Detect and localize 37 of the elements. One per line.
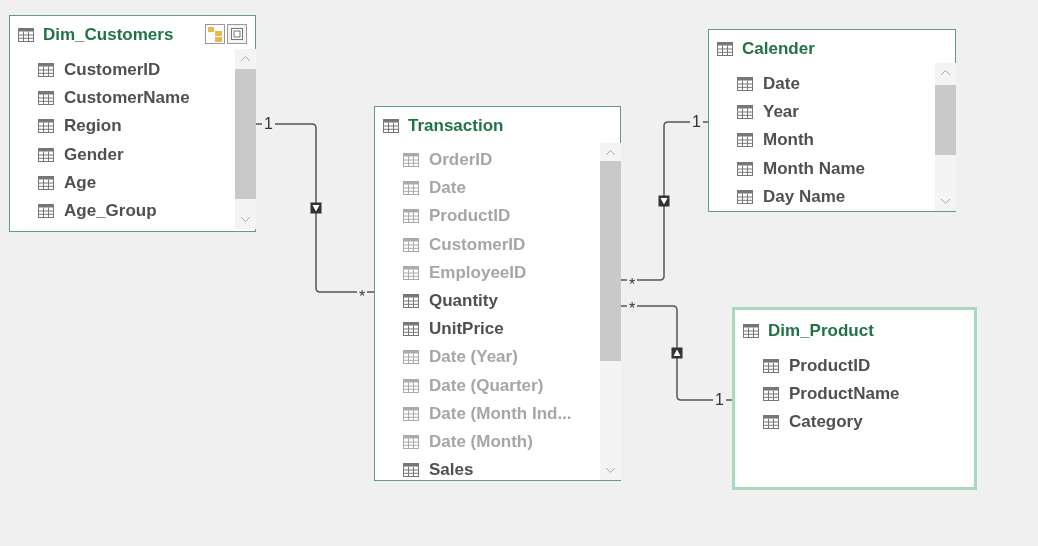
cardinality-label: 1 bbox=[690, 114, 703, 130]
field-name: ProductID bbox=[429, 206, 511, 227]
field-name: CustomerName bbox=[64, 88, 190, 109]
field-name: Date bbox=[763, 74, 800, 94]
field-name: Year bbox=[763, 102, 799, 123]
field-name: Category bbox=[789, 412, 863, 432]
field-name: Age_Group bbox=[64, 201, 157, 221]
field-name: Date bbox=[429, 178, 466, 199]
table-card bbox=[732, 307, 977, 490]
table-card bbox=[9, 15, 256, 232]
field-name: OrderID bbox=[429, 150, 493, 170]
table-title: Calender bbox=[742, 39, 815, 59]
table-title: Transaction bbox=[408, 116, 504, 136]
field-name: ProductID bbox=[789, 356, 871, 376]
table-card bbox=[708, 29, 956, 212]
field-name: ProductName bbox=[789, 384, 900, 404]
field-name: EmployeeID bbox=[429, 262, 527, 283]
field-name: Month Name bbox=[763, 158, 865, 179]
field-name: Gender bbox=[64, 144, 124, 165]
field-name: Date (Quarter) bbox=[429, 375, 544, 396]
field-name: Date (Month Ind... bbox=[429, 403, 572, 424]
field-name: Month bbox=[763, 130, 814, 151]
field-name: UnitPrice bbox=[429, 319, 504, 340]
field-name: CustomerID bbox=[64, 60, 161, 80]
table-title: Dim_Customers bbox=[43, 25, 174, 45]
field-name: Date (Month) bbox=[429, 432, 533, 452]
field-name: Region bbox=[64, 116, 122, 137]
field-name: Age bbox=[64, 172, 97, 193]
field-name: Sales bbox=[429, 460, 474, 481]
field-name: Quantity bbox=[429, 291, 498, 311]
cardinality-label: 1 bbox=[713, 392, 726, 408]
table-card bbox=[374, 106, 621, 481]
table-title: Dim_Product bbox=[768, 321, 874, 341]
field-name: Date (Year) bbox=[429, 347, 518, 368]
field-name: Day Name bbox=[763, 186, 846, 207]
cardinality-label: 1 bbox=[262, 116, 275, 132]
field-name: CustomerID bbox=[429, 234, 526, 255]
